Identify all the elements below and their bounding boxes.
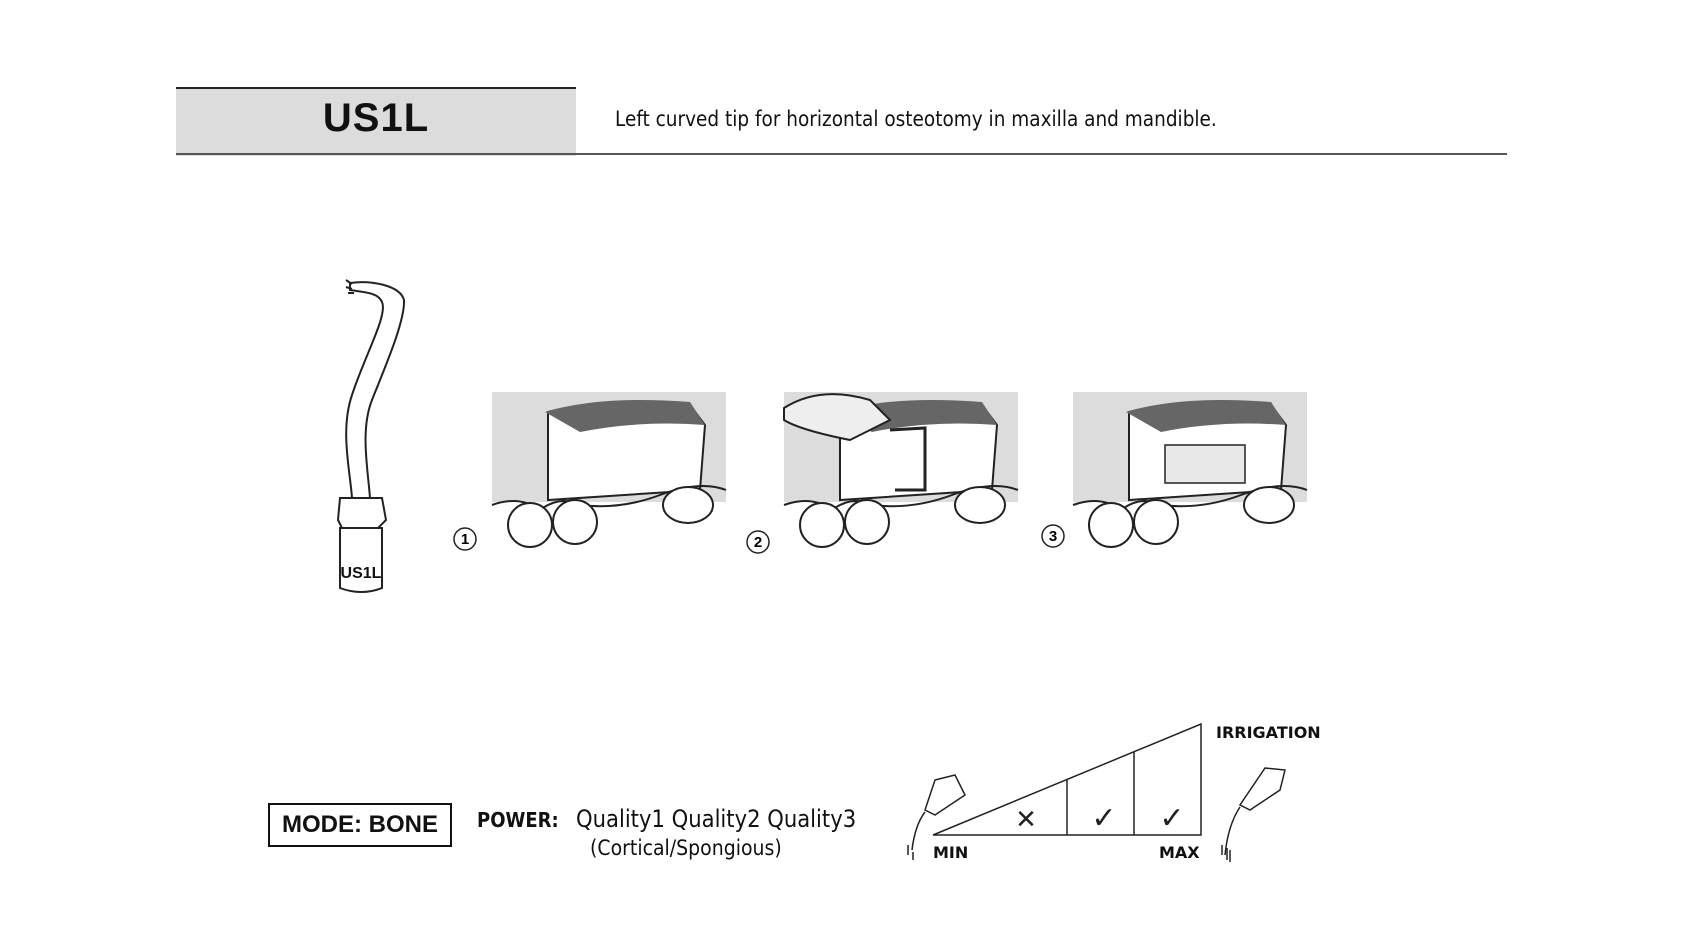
tip-code: US1L <box>322 96 430 140</box>
irrigation-max-label: MAX <box>1159 843 1200 862</box>
step-number-3: 3 <box>1049 528 1057 545</box>
power-label: POWER: <box>477 808 559 832</box>
mark-high: ✓ <box>1159 801 1184 836</box>
mark-low: ✕ <box>1015 805 1037 835</box>
header-divider <box>176 153 1507 155</box>
header-code-box <box>176 87 576 156</box>
irrigation-min-label: MIN <box>933 843 969 862</box>
step-panel-1 <box>491 392 727 548</box>
mode-badge: MODE: BONE <box>268 803 452 847</box>
tool-label: US1L <box>341 565 382 582</box>
handpiece-max-icon <box>1224 767 1286 856</box>
step-panel-3 <box>1072 392 1308 548</box>
irrigation-title: IRRIGATION <box>1216 723 1321 742</box>
handpiece-min-icon <box>911 774 966 851</box>
mark-mid: ✓ <box>1091 801 1116 836</box>
power-value: Quality1 Quality2 Quality3 <box>576 805 857 833</box>
step-number-2: 2 <box>754 534 762 551</box>
step-panel-2 <box>783 392 1019 548</box>
step-number-1: 1 <box>461 531 469 548</box>
irrigation-scale: ✕ ✓ ✓ <box>907 722 1286 862</box>
tip-description: Left curved tip for horizontal osteotomy… <box>615 107 1217 131</box>
tip-drawing: US1L <box>336 279 406 593</box>
power-subtitle: (Cortical/Spongious) <box>590 836 782 860</box>
